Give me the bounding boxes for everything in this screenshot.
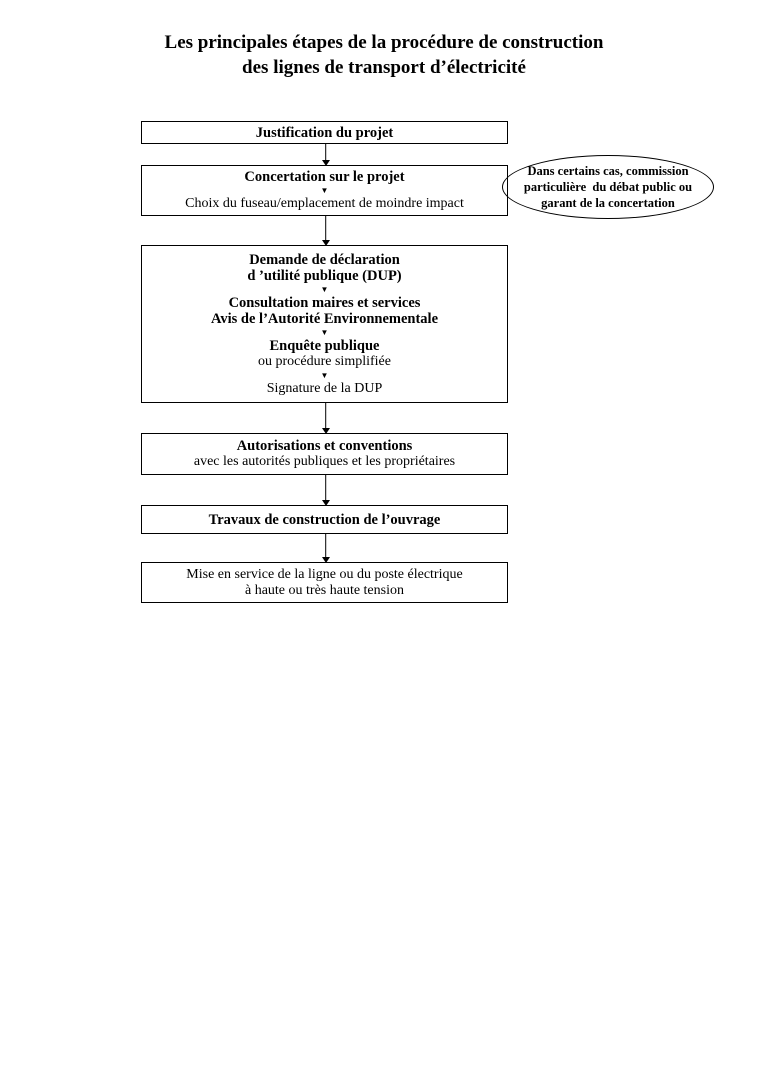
page-title-line1: Les principales étapes de la procédure d…: [164, 32, 604, 53]
step-autorisations-title: Autorisations et conventions: [236, 438, 413, 454]
substep-arrow-icon: ▼: [320, 186, 329, 195]
annotation-line2: particulière du débat public ou: [523, 180, 693, 194]
flow-arrow-1: [320, 143, 331, 166]
step-box-justification: Justification du projet: [141, 121, 508, 144]
step-box-dup: Demande de déclaration d ’utilité publiq…: [141, 245, 508, 403]
flow-arrow-3: [320, 402, 331, 434]
step-mise-en-service-line1: Mise en service de la ligne ou du poste …: [186, 566, 463, 582]
step-justification-title: Justification du projet: [255, 124, 394, 141]
flow-arrow-head-icon: [321, 500, 330, 506]
substep-arrow-icon: ▼: [320, 284, 329, 294]
step-dup-enquete-title: Enquête publique: [269, 337, 380, 354]
step-dup-consultation-line1: Consultation maires et services: [228, 294, 421, 311]
step-dup-title-line2: d ’utilité publique (DUP): [247, 267, 402, 284]
step-concertation-detail: Choix du fuseau/emplacement de moindre i…: [185, 196, 464, 211]
flow-arrow-stem: [324, 402, 327, 429]
step-box-concertation: Concertation sur le projet ▼ Choix du fu…: [141, 165, 508, 216]
flow-arrow-stem: [324, 143, 327, 161]
flow-arrow-head-icon: [321, 557, 330, 563]
step-dup-enquete-detail: ou procédure simplifiée: [258, 353, 391, 369]
annotation-ellipse: Dans certains cas, commission particuliè…: [502, 155, 714, 219]
flow-arrow-2: [320, 216, 331, 246]
step-box-autorisations: Autorisations et conventions avec les au…: [141, 433, 508, 475]
flow-arrow-stem: [324, 475, 327, 501]
substep-arrow-icon: ▼: [320, 370, 329, 380]
annotation-line3: garant de la concertation: [541, 196, 675, 210]
flow-arrow-head-icon: [321, 160, 330, 166]
flow-arrow-head-icon: [321, 428, 330, 434]
flow-arrow-head-icon: [321, 240, 330, 246]
step-dup-signature: Signature de la DUP: [266, 380, 383, 396]
step-dup-consultation-line2: Avis de l’Autorité Environnementale: [210, 310, 438, 327]
step-box-mise-en-service: Mise en service de la ligne ou du poste …: [141, 562, 508, 603]
flow-arrow-4: [320, 475, 331, 506]
flow-arrow-stem: [324, 534, 327, 558]
step-mise-en-service-line2: à haute ou très haute tension: [244, 582, 404, 598]
step-autorisations-detail: avec les autorités publiques et les prop…: [193, 454, 456, 469]
step-concertation-title: Concertation sur le projet: [244, 169, 405, 185]
page-title: Les principales étapes de la procédure d…: [0, 30, 768, 80]
page-title-line2: des lignes de transport d’électricité: [242, 57, 526, 78]
annotation-line1: Dans certains cas, commission: [527, 164, 689, 178]
flow-arrow-stem: [324, 216, 327, 241]
step-travaux-title: Travaux de construction de l’ouvrage: [208, 511, 441, 528]
step-box-travaux: Travaux de construction de l’ouvrage: [141, 505, 508, 534]
step-dup-title-line1: Demande de déclaration: [249, 251, 400, 268]
substep-arrow-icon: ▼: [320, 327, 329, 337]
flow-arrow-5: [320, 534, 331, 563]
